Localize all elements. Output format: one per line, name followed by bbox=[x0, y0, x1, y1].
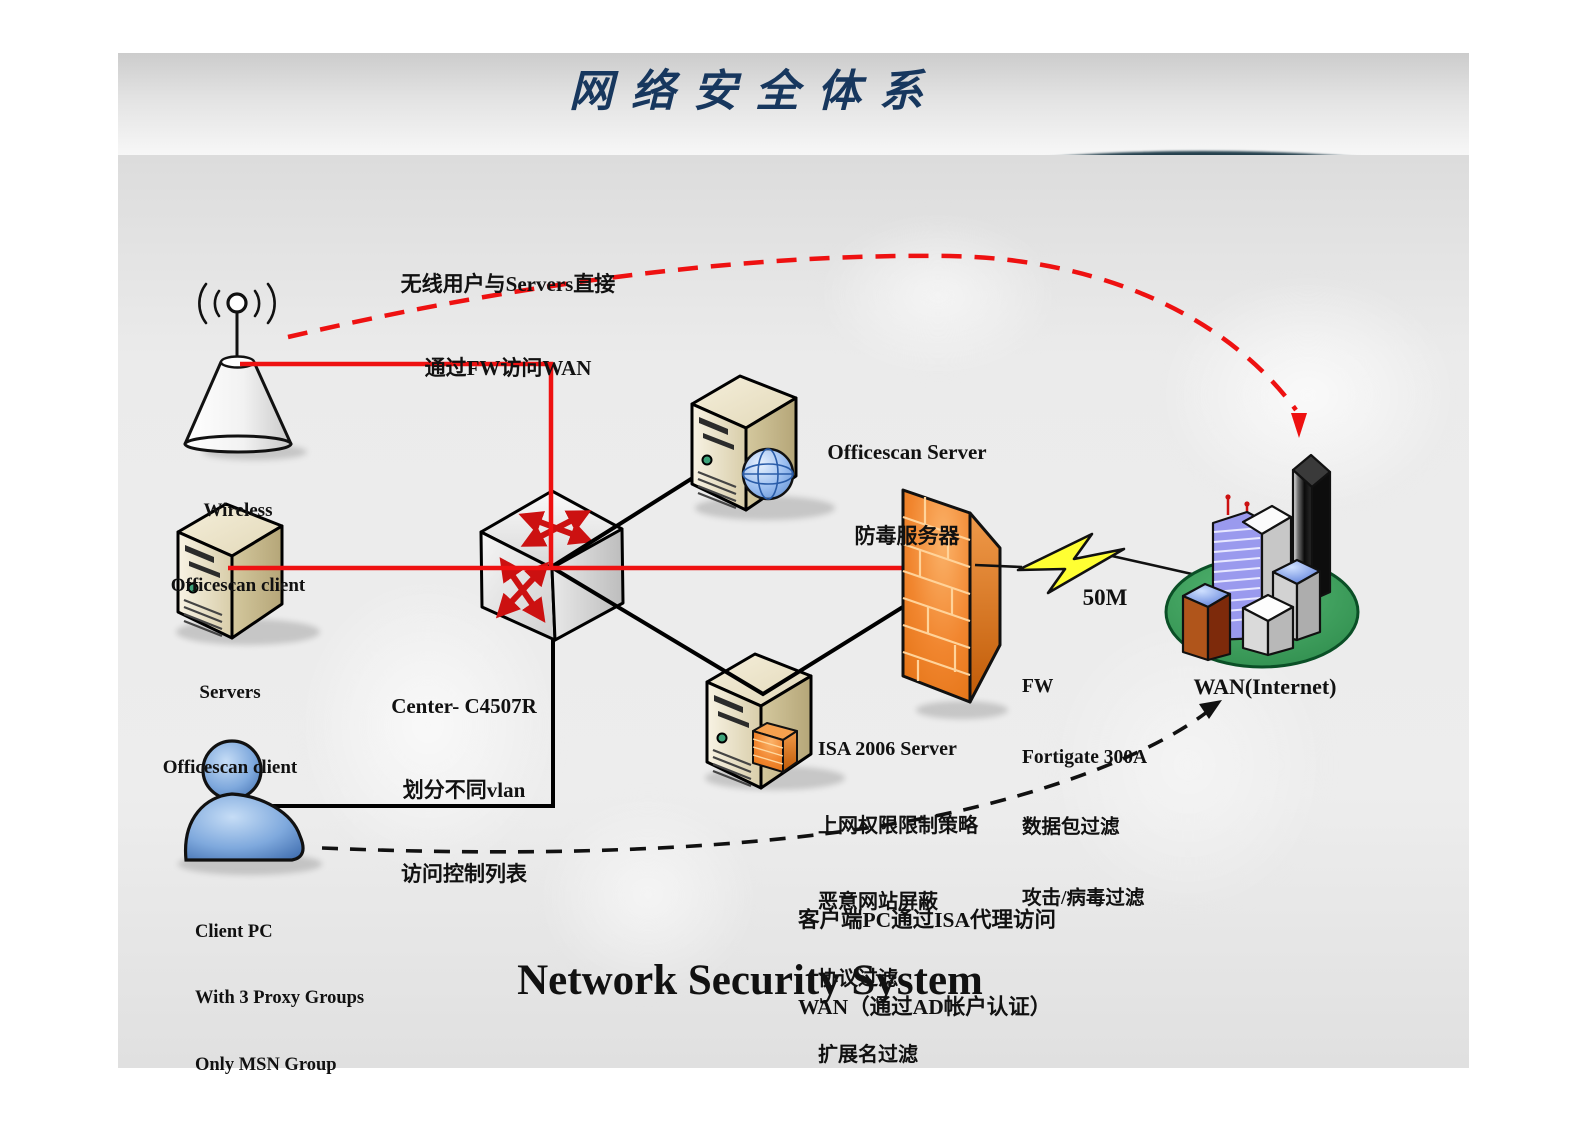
client-pc-person-icon bbox=[183, 739, 305, 862]
switch-arrows-icon bbox=[495, 510, 594, 623]
globe-icon bbox=[741, 447, 795, 501]
map-watermark bbox=[818, 215, 1058, 375]
label-officescan-server: Officescan Server 防毒服务器 bbox=[827, 440, 987, 548]
wan-internet-icon bbox=[1164, 453, 1360, 669]
label-isa-server: ISA 2006 Server 上网权限限制策略 恶意网站屏蔽 协议过滤 扩展名… bbox=[818, 738, 978, 1066]
red-lan-links bbox=[228, 361, 953, 571]
route-wireless-wan bbox=[287, 253, 1307, 438]
label-core-switch: Center- C4507R 划分不同vlan 访问控制列表 bbox=[391, 694, 537, 886]
label-firewall: FW Fortigate 300A 数据包过滤 攻击/病毒过滤 bbox=[1022, 676, 1148, 909]
title-band bbox=[118, 53, 1469, 155]
link-wireless-switch bbox=[240, 361, 554, 568]
label-wireless: Wireless Officescan client bbox=[170, 500, 306, 596]
label-wan: WAN(Internet) bbox=[1193, 674, 1337, 699]
lightning-bolt-icon bbox=[1016, 532, 1126, 595]
link-clientpc-switch bbox=[245, 640, 555, 808]
servers-icon bbox=[176, 502, 284, 640]
arrowhead-black bbox=[1199, 700, 1222, 719]
label-bandwidth: 50M bbox=[1082, 585, 1128, 610]
isa-server-icon bbox=[705, 652, 813, 790]
route-clientpc-wan bbox=[321, 700, 1222, 854]
label-servers: Servers Officescan client bbox=[162, 682, 298, 778]
wan-uplink bbox=[974, 532, 1193, 595]
map-watermark bbox=[538, 795, 758, 995]
page-title: 网络安全体系 bbox=[569, 67, 941, 116]
label-client-pc: Client PC With 3 Proxy Groups Only MSN G… bbox=[195, 921, 365, 1076]
isa-firewall-mini-icon bbox=[752, 722, 798, 773]
link-switch-isa-firewall bbox=[551, 566, 958, 697]
map-watermark bbox=[298, 575, 558, 875]
firewall-icon bbox=[901, 488, 1002, 704]
wireless-antenna-icon bbox=[183, 282, 293, 454]
footer-title: Network Security System bbox=[517, 957, 983, 1004]
arrowhead-red bbox=[1291, 413, 1307, 438]
annotation-wireless-route: 无线用户与Servers直接 通过FW访问WAN bbox=[400, 272, 616, 380]
annotation-client-route: 客户端PC通过ISA代理访问 WAN（通过AD帐户认证） bbox=[798, 908, 1057, 1019]
